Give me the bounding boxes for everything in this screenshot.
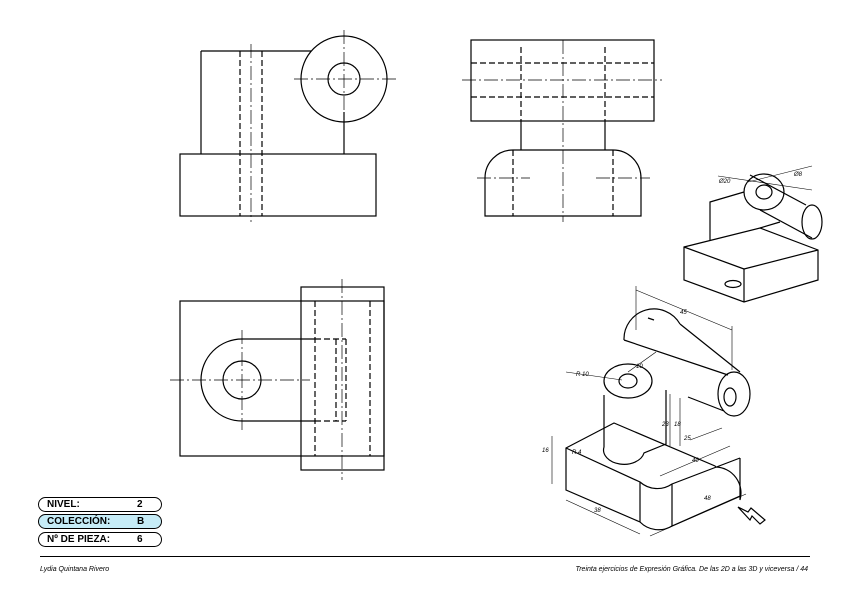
- pieza-box: Nº DE PIEZA: 6: [38, 532, 162, 547]
- top-view: [170, 279, 385, 480]
- nivel-label: NIVEL:: [47, 499, 80, 510]
- dim-40: 40: [692, 458, 699, 464]
- dim-dia8: Ø8: [793, 172, 803, 178]
- dim-23: 23: [661, 422, 669, 428]
- dim-25: 25: [683, 436, 691, 442]
- side-view: [462, 39, 662, 222]
- nivel-box: NIVEL: 2: [38, 497, 162, 512]
- dim-r10: R 10: [576, 372, 589, 378]
- dim-r10b: 10: [636, 364, 643, 370]
- dim-38: 38: [594, 508, 601, 514]
- pieza-value: 6: [137, 534, 143, 545]
- coleccion-value: B: [137, 516, 145, 527]
- view-arrow-icon: [737, 506, 766, 525]
- coleccion-label: COLECCIÓN:: [47, 516, 111, 527]
- author-credit: Lydia Quintana Rivero: [40, 566, 110, 573]
- front-view: [179, 30, 398, 222]
- footer-rule: [40, 556, 810, 557]
- large-isometric: 45 R 10 10 23 18 25 40 16 R 4 38 48: [542, 286, 766, 537]
- dim-45: 45: [680, 310, 687, 316]
- pieza-label: Nº DE PIEZA:: [47, 534, 111, 545]
- book-credit: Treinta ejercicios de Expresión Gráfica.…: [575, 566, 808, 573]
- dim-48: 48: [704, 496, 711, 502]
- dim-dia20: Ø20: [718, 179, 731, 185]
- dim-18: 18: [674, 422, 681, 428]
- dim-r4: R 4: [572, 450, 582, 456]
- dim-16: 16: [542, 448, 549, 454]
- nivel-value: 2: [137, 499, 143, 510]
- coleccion-box: COLECCIÓN: B: [38, 514, 162, 529]
- small-isometric: Ø20 Ø8: [683, 165, 823, 303]
